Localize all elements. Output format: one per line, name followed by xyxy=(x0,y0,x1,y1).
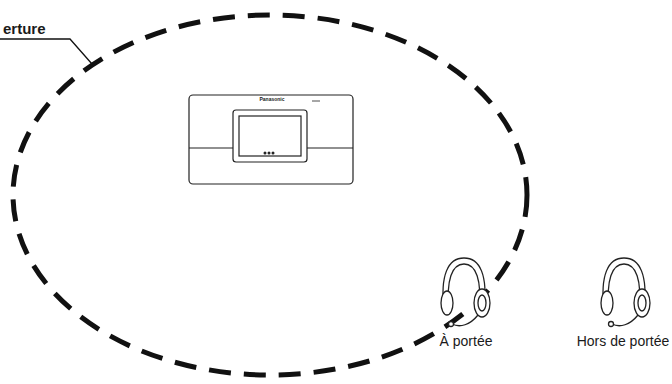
leader-line xyxy=(0,39,92,64)
brand-logo: Panasonic xyxy=(259,97,284,102)
headset xyxy=(441,258,490,327)
range-label: À portée xyxy=(439,334,494,348)
range-label: Hors de portée xyxy=(577,334,670,348)
coverage-label: erture xyxy=(2,21,47,36)
coverage-ellipse xyxy=(13,15,527,375)
base-unit xyxy=(189,95,353,184)
headset xyxy=(601,258,650,327)
